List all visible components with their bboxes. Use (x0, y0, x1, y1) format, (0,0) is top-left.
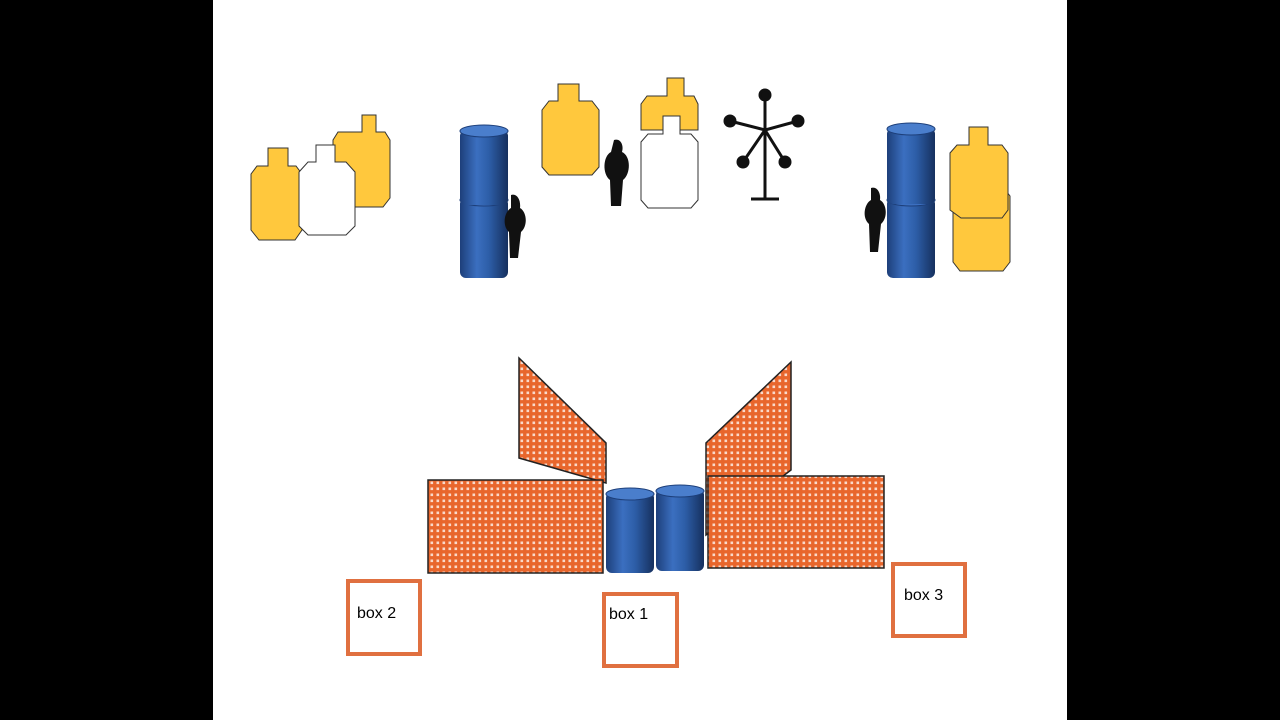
paper-target-icon (640, 77, 699, 131)
no-shoot-target-icon (298, 144, 356, 236)
barrel-icon (656, 489, 704, 571)
target-group-left (250, 114, 391, 241)
stage-diagram-slide: box 1 box 2 box 3 (213, 0, 1067, 720)
mesh-wall-icon (707, 475, 885, 569)
barrel-stack-right (886, 122, 936, 278)
dueling-tree-icon (723, 88, 805, 201)
paper-target-icon (250, 147, 303, 241)
stage-diagram: box 1 box 2 box 3 (250, 77, 1011, 668)
popper-icon (504, 194, 526, 258)
shooting-box-2: box 2 (346, 579, 422, 656)
mesh-wall-icon (518, 356, 607, 484)
barrel-stack-left (459, 124, 509, 278)
paper-target-icon (541, 83, 600, 176)
mesh-wall-icon (427, 479, 604, 574)
shooting-box-3: box 3 (891, 562, 967, 638)
barrel-icon (887, 198, 935, 278)
barricade (427, 356, 885, 574)
popper-icon (604, 139, 629, 206)
barrel-icon (460, 130, 508, 205)
shooting-box-1: box 1 (602, 592, 679, 668)
popper-icon (864, 187, 886, 252)
barrel-icon (460, 198, 508, 278)
paper-target-icon (949, 126, 1009, 219)
no-shoot-target-icon (640, 115, 699, 209)
box-label: box 2 (357, 605, 396, 622)
box-label: box 3 (904, 587, 943, 604)
box-label: box 1 (609, 606, 648, 623)
barrel-icon (887, 128, 935, 204)
barrel-icon (606, 492, 654, 573)
